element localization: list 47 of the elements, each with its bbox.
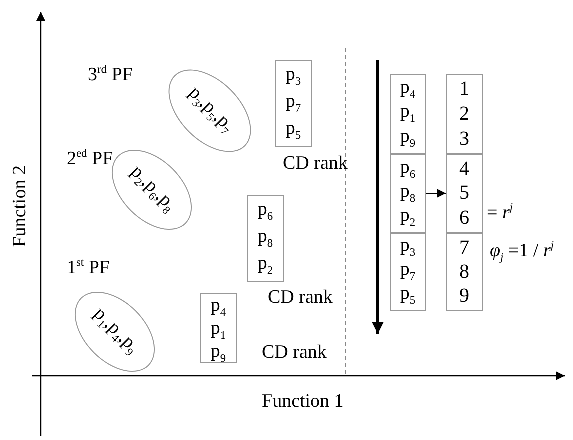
solution-label: p$_{3}$ <box>286 64 302 88</box>
solution-label: p$_{9}$ <box>400 127 416 150</box>
rank-number: 3 <box>460 128 470 149</box>
solution-label: p$_{3}$ <box>400 236 416 260</box>
rank-number: 4 <box>460 159 470 180</box>
solution-label: p$_{6}$ <box>258 200 274 224</box>
solution-box <box>247 195 284 282</box>
rank-box <box>446 154 483 233</box>
front-label: 3$^{rd}$ PF <box>88 64 133 86</box>
solution-box <box>200 293 237 363</box>
solution-label: p$_{2}$ <box>258 254 274 278</box>
solution-box <box>390 74 426 154</box>
solution-box <box>390 154 426 233</box>
solution-label: p$_{7}$ <box>286 92 302 116</box>
rank-number: 8 <box>460 262 470 282</box>
rank-caption: CD rank <box>262 343 327 364</box>
arrow <box>426 189 446 198</box>
front-label: 1$^{st}$ PF <box>67 257 110 280</box>
solution-label: p$_{4}$ <box>210 296 226 320</box>
solution-label: p$_{7}$ <box>400 260 416 284</box>
solution-box <box>275 60 312 147</box>
axis-title: Function 2 <box>10 166 32 248</box>
rank-number: 5 <box>460 183 470 204</box>
solution-label: p$_{9}$ <box>210 342 226 366</box>
solution-label: p$_{5}$ <box>286 118 302 142</box>
formula: φ$_{j}$ =1 / r$^{j}$ <box>490 240 554 265</box>
rank-number: 6 <box>460 208 470 228</box>
front-label: 2$^{ed}$ PF <box>67 148 114 170</box>
solution-label: p$_{6}$ <box>400 158 416 181</box>
solution-label: p$_{8}$ <box>258 226 274 250</box>
solution-label: p$_{1}$ <box>210 319 226 342</box>
solution-label: p$_{8}$ <box>400 182 416 206</box>
rank-number: 2 <box>460 104 470 124</box>
solution-label: p$_{5}$ <box>400 284 416 308</box>
solution-label: p$_{4}$ <box>400 78 416 101</box>
rank-box <box>446 233 483 311</box>
solution-label: p$_{1}$ <box>400 102 416 126</box>
formula: = r$^{j}$ <box>487 202 514 224</box>
rank-number: 7 <box>460 238 470 258</box>
rank-box <box>446 74 483 154</box>
rank-caption: CD rank <box>283 154 348 175</box>
solution-box <box>390 233 426 311</box>
solution-label: p$_{2}$ <box>400 206 416 230</box>
rank-number: 1 <box>460 79 470 100</box>
rank-number: 9 <box>460 286 470 306</box>
rank-caption: CD rank <box>268 288 333 309</box>
axis-title: Function 1 <box>262 392 344 413</box>
